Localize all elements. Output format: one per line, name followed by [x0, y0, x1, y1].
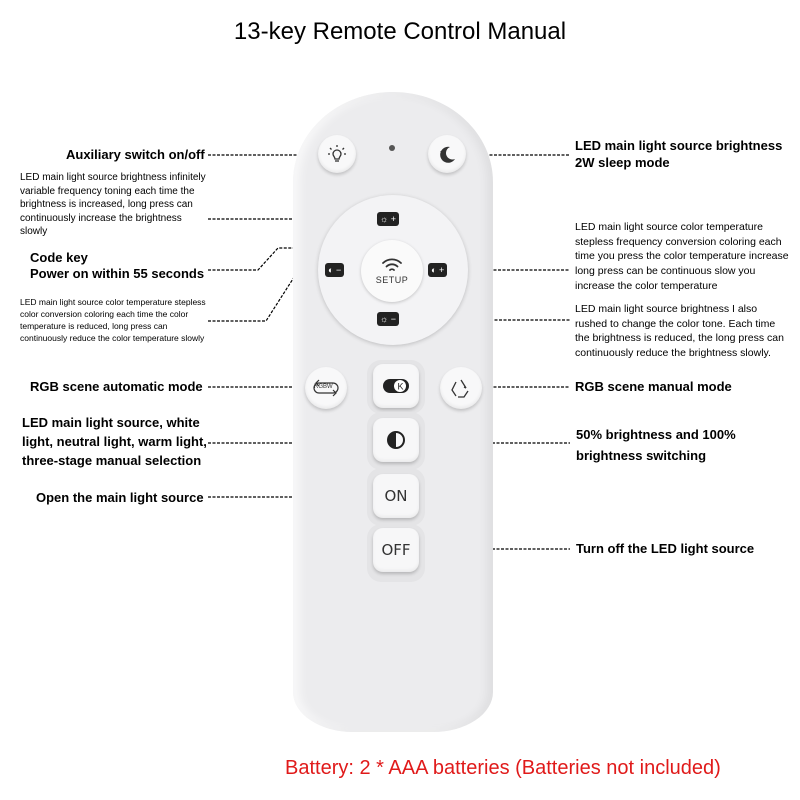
temp-minus-label: −: [335, 265, 342, 275]
lamp-icon: [328, 145, 346, 162]
moon-star-icon: [440, 146, 455, 163]
open-main-label: Open the main light source: [36, 490, 204, 505]
battery-note: Battery: 2 * AAA batteries (Batteries no…: [285, 757, 721, 779]
temp-plus-label: +: [438, 265, 445, 275]
color-temp-plus-desc: LED main light source color temperature …: [575, 221, 789, 292]
code-key-label: Code key: [30, 250, 88, 265]
brightness-plus-desc: LED main light source brightness infinit…: [20, 172, 206, 237]
rgb-manual-button[interactable]: [440, 367, 482, 409]
on-button[interactable]: ON: [373, 474, 419, 518]
off-label: OFF: [381, 541, 411, 559]
setup-button[interactable]: SETUP: [361, 240, 423, 302]
sleep-label-1: LED main light source brightness: [575, 138, 783, 153]
turn-off-label: Turn off the LED light source: [576, 541, 755, 556]
cycle-icon: [313, 379, 339, 397]
indicator-led: [389, 145, 395, 151]
setup-label: SETUP: [375, 275, 409, 285]
half-brightness-button[interactable]: [373, 418, 419, 462]
rgb-button-label: RGBW: [314, 384, 333, 390]
sun-icon: ☼: [380, 214, 389, 224]
power-on-label: Power on within 55 seconds: [30, 266, 205, 281]
white-light-label: LED main light source, white light, neut…: [22, 415, 207, 468]
brightness-minus-desc: LED main light source brightness I also …: [575, 303, 784, 360]
brightness-minus-button[interactable]: ☼ −: [377, 312, 400, 326]
sun-icon: ☼: [380, 314, 389, 324]
on-label: ON: [384, 487, 408, 505]
color-temp-plus-button[interactable]: ◐ +: [428, 263, 448, 277]
page-title: 13-key Remote Control Manual: [233, 18, 567, 45]
rgb-auto-label: RGB scene automatic mode: [30, 379, 203, 394]
svg-text:K: K: [398, 382, 404, 392]
half-brightness-label: 50% brightness and 100% brightness switc…: [576, 427, 736, 463]
sleep-mode-button[interactable]: [428, 135, 466, 173]
half-circle-icon: [387, 431, 405, 449]
rgb-manual-label: RGB scene manual mode: [575, 379, 732, 394]
off-button[interactable]: OFF: [373, 528, 419, 572]
sleep-label-2: 2W sleep mode: [575, 155, 670, 170]
brightness-plus-button[interactable]: ☼ +: [377, 212, 400, 226]
brightness-plus-label: +: [390, 214, 397, 224]
color-temp-k-icon: K: [383, 379, 409, 393]
wifi-icon: [382, 258, 402, 271]
recycle-icon: [451, 379, 469, 398]
brightness-minus-label: −: [390, 314, 397, 324]
aux-label: Auxiliary switch on/off: [66, 147, 205, 162]
color-temp-icon: ◐: [431, 265, 437, 275]
rgb-auto-button[interactable]: [305, 367, 347, 409]
color-temp-icon: ◐: [328, 265, 334, 275]
auxiliary-switch-button[interactable]: [318, 135, 356, 173]
color-temp-minus-button[interactable]: ◐ −: [325, 263, 345, 277]
white-light-select-button[interactable]: K: [373, 364, 419, 408]
color-temp-minus-desc: LED main light source color temperature …: [20, 297, 206, 343]
